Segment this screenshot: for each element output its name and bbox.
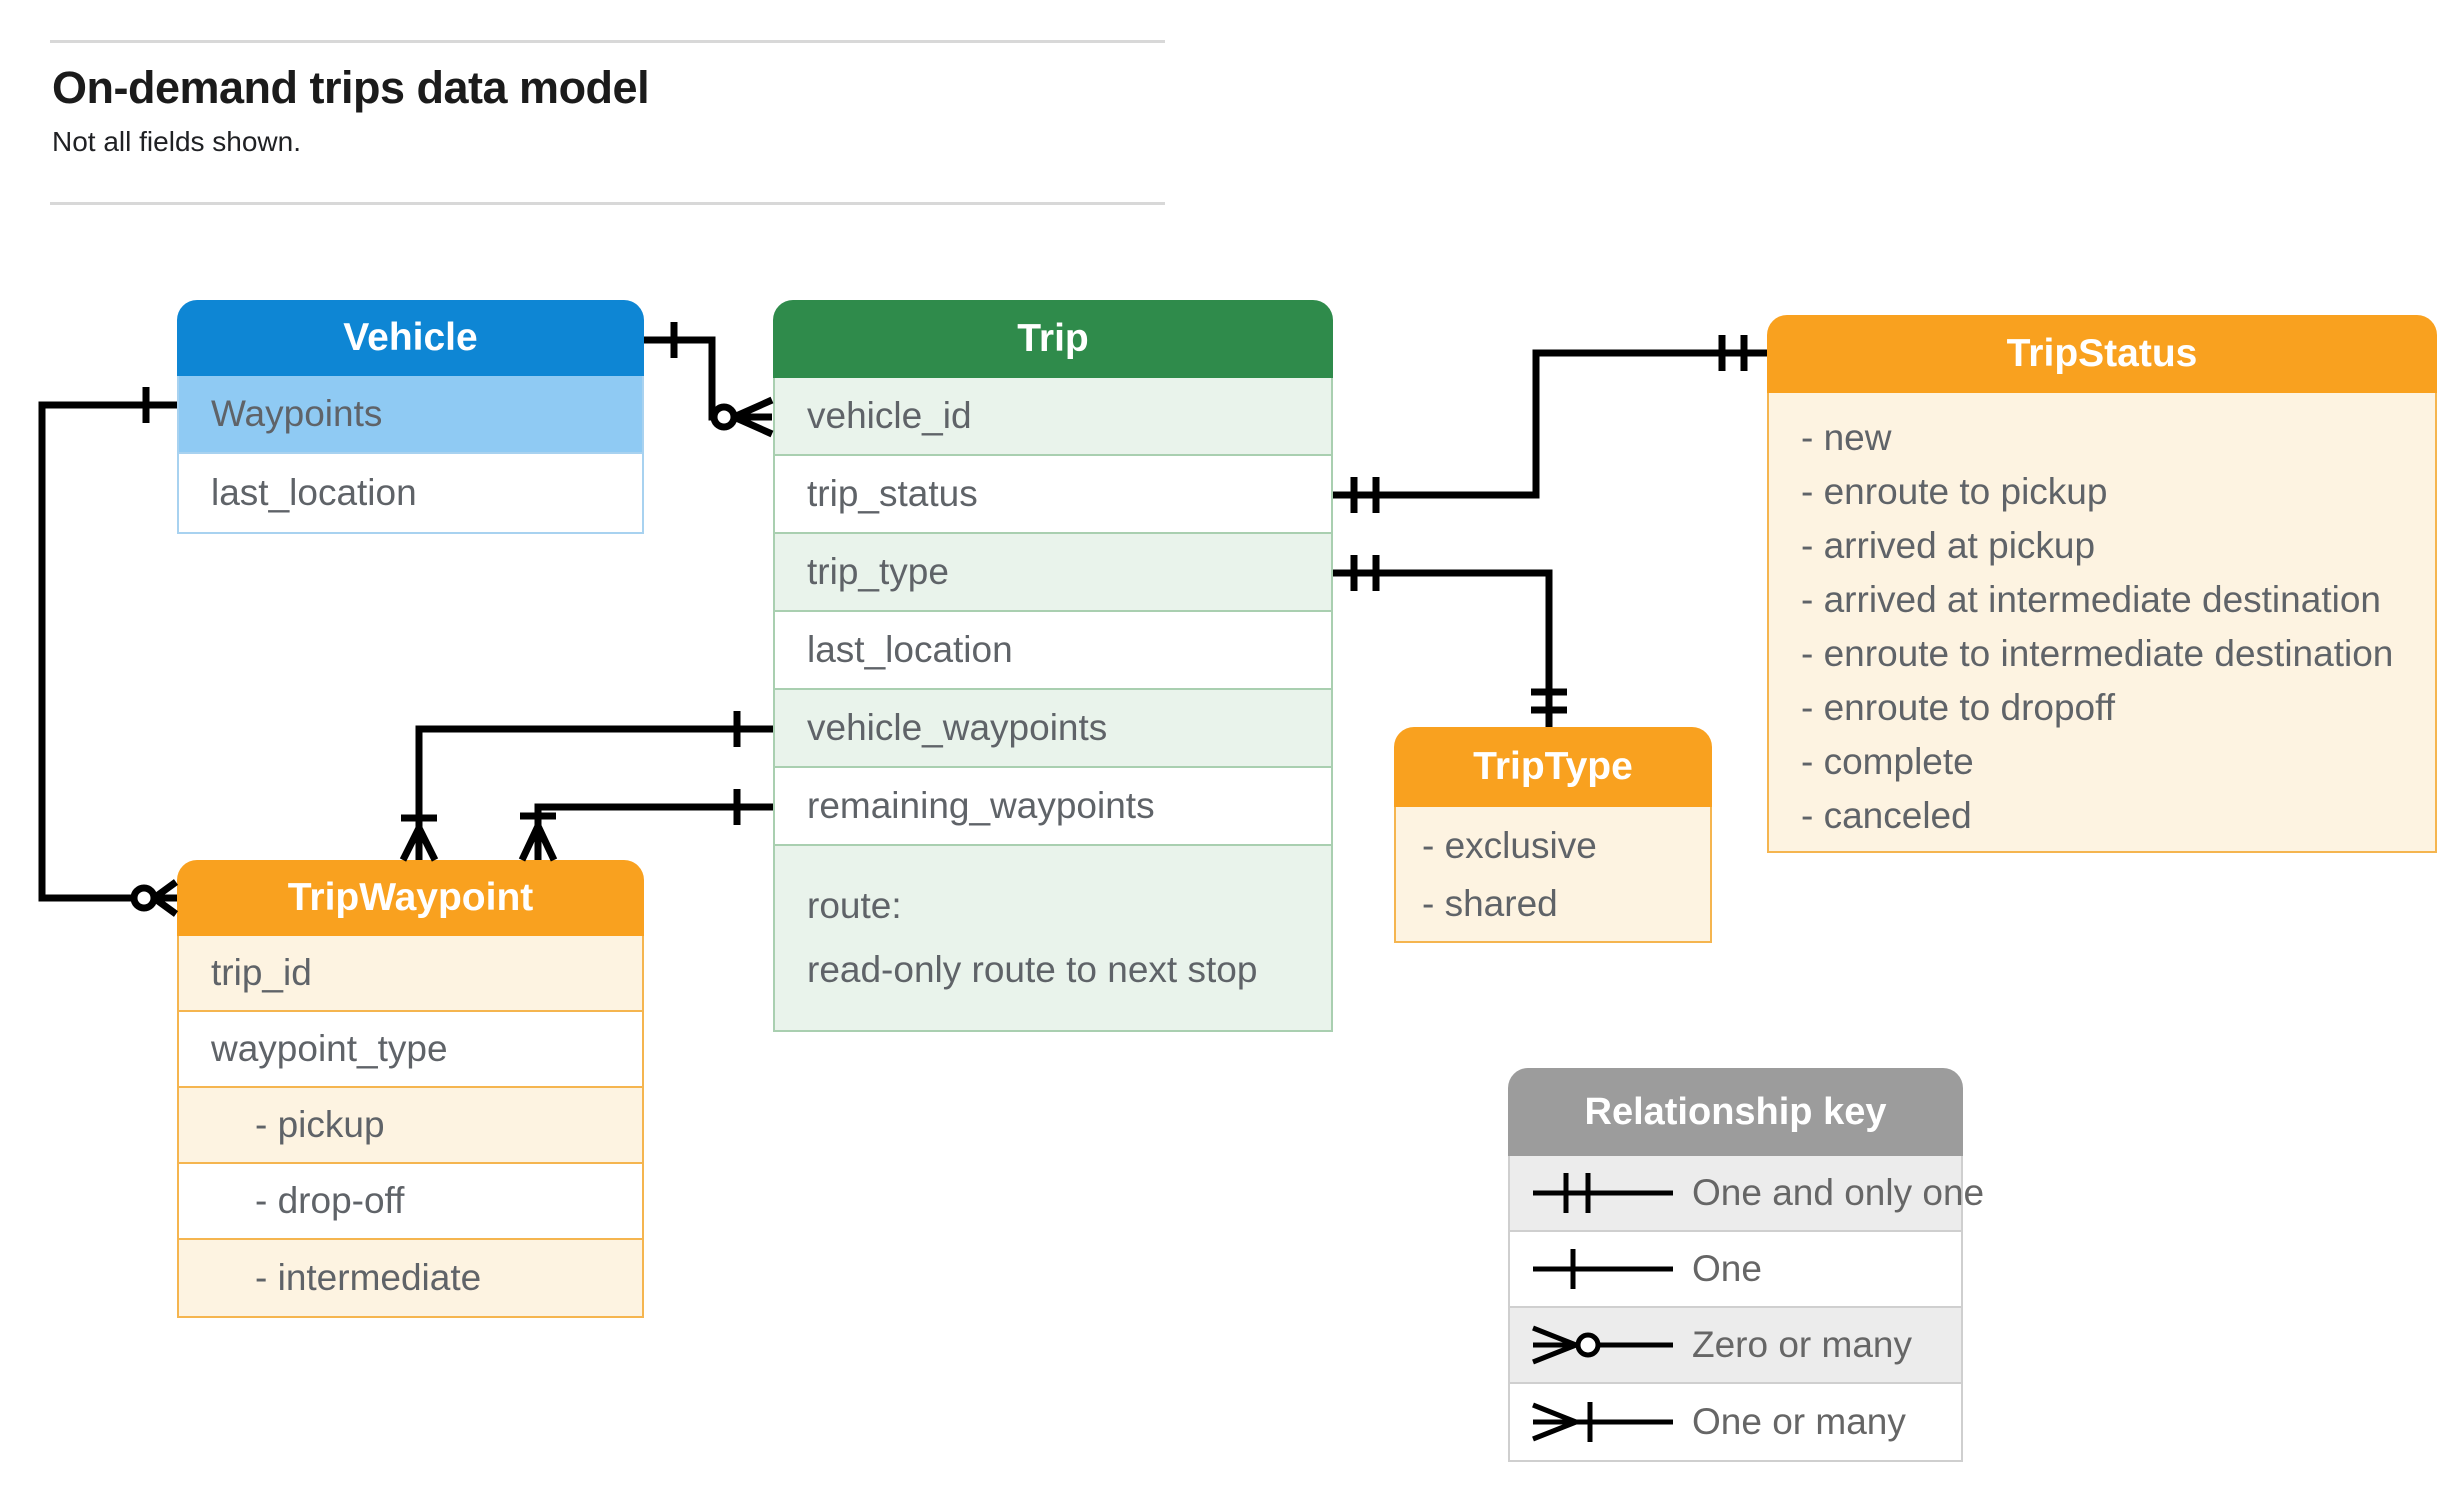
route-description: read-only route to next stop bbox=[807, 949, 1258, 990]
field-row-last-location: last_location bbox=[179, 454, 642, 532]
enum-value: - exclusive bbox=[1422, 825, 1597, 866]
connector-vehicle-waypoints-to-tripwaypoint bbox=[38, 387, 179, 917]
field-row-trip-status: trip_status bbox=[775, 456, 1331, 534]
enum-value: - enroute to dropoff bbox=[1801, 687, 2116, 728]
legend-row-one-and-only-one: One and only one bbox=[1510, 1156, 1984, 1232]
legend-label: One bbox=[1692, 1248, 1762, 1289]
top-divider bbox=[50, 40, 1165, 43]
connector-vehicle-to-trip bbox=[644, 322, 774, 438]
enum-value: - arrived at pickup bbox=[1801, 525, 2096, 566]
connector-trip-type-to-triptype bbox=[1333, 555, 1567, 727]
legend-row-zero-or-many: Zero or many bbox=[1510, 1308, 1961, 1384]
table-body-tripwaypoint: trip_id waypoint_type - pickup - drop-of… bbox=[177, 936, 644, 1318]
legend-label: Zero or many bbox=[1692, 1324, 1913, 1365]
field-row-trip-id: trip_id bbox=[179, 936, 642, 1012]
enum-value: - complete bbox=[1801, 741, 1974, 782]
entity-table-tripwaypoint: TripWaypoint trip_id waypoint_type - pic… bbox=[177, 860, 644, 1318]
one-or-many-icon bbox=[1532, 1402, 1673, 1442]
table-body-tripstatus: - new - enroute to pickup - arrived at p… bbox=[1767, 393, 2437, 853]
field-row-waypoints: Waypoints bbox=[179, 376, 642, 454]
table-header-triptype: TripType bbox=[1394, 727, 1712, 807]
entity-table-trip: Trip vehicle_id trip_status trip_type la… bbox=[773, 300, 1333, 1032]
legend-row-one-or-many: One or many bbox=[1510, 1384, 1961, 1460]
relationship-key-header: Relationship key bbox=[1508, 1068, 1963, 1156]
connector-vehicle-waypoints-field-to-tripwaypoint bbox=[399, 711, 773, 862]
table-body-triptype: - exclusive - shared bbox=[1394, 807, 1712, 943]
one-and-only-one-icon bbox=[1533, 1173, 1673, 1213]
enum-value: - arrived at intermediate destination bbox=[1801, 579, 2381, 620]
entity-table-tripstatus: TripStatus - new - enroute to pickup - a… bbox=[1767, 315, 2437, 853]
field-row-route: route: read-only route to next stop bbox=[775, 846, 1331, 1030]
field-row-waypoint-type: waypoint_type bbox=[179, 1012, 642, 1088]
enum-value: - canceled bbox=[1801, 795, 1972, 836]
title-divider bbox=[50, 202, 1165, 205]
zero-or-many-icon bbox=[1532, 1325, 1673, 1365]
enum-row-intermediate: - intermediate bbox=[179, 1240, 642, 1316]
entity-table-vehicle: Vehicle Waypoints last_location bbox=[177, 300, 644, 534]
entity-table-triptype: TripType - exclusive - shared bbox=[1394, 727, 1712, 943]
connector-trip-status-to-tripstatus bbox=[1333, 335, 1767, 513]
table-header-tripwaypoint: TripWaypoint bbox=[177, 860, 644, 936]
enum-value: - enroute to intermediate destination bbox=[1801, 633, 2394, 674]
connector-remaining-waypoints-to-tripwaypoint bbox=[518, 789, 773, 862]
table-header-vehicle: Vehicle bbox=[177, 300, 644, 376]
enum-value: - shared bbox=[1422, 883, 1558, 924]
legend-row-one: One bbox=[1510, 1232, 1961, 1308]
table-header-tripstatus: TripStatus bbox=[1767, 315, 2437, 393]
field-row-vehicle-waypoints: vehicle_waypoints bbox=[775, 690, 1331, 768]
field-row-vehicle-id: vehicle_id bbox=[775, 378, 1331, 456]
enum-row-pickup: - pickup bbox=[179, 1088, 642, 1164]
table-header-trip: Trip bbox=[773, 300, 1333, 378]
route-label: route: bbox=[807, 885, 902, 926]
page-title: On-demand trips data model bbox=[52, 62, 650, 113]
relationship-key: Relationship key One and only one One Ze… bbox=[1508, 1068, 1984, 1462]
enum-row-drop-off: - drop-off bbox=[179, 1164, 642, 1240]
field-row-last-location: last_location bbox=[775, 612, 1331, 690]
table-body-trip: vehicle_id trip_status trip_type last_lo… bbox=[773, 378, 1333, 1032]
legend-label: One and only one bbox=[1692, 1172, 1985, 1213]
page-subtitle: Not all fields shown. bbox=[52, 126, 302, 157]
one-icon bbox=[1533, 1249, 1673, 1289]
table-body-vehicle: Waypoints last_location bbox=[177, 376, 644, 534]
legend-label: One or many bbox=[1692, 1401, 1906, 1442]
enum-value: - new bbox=[1801, 417, 1892, 458]
field-row-remaining-waypoints: remaining_waypoints bbox=[775, 768, 1331, 846]
enum-value: - enroute to pickup bbox=[1801, 471, 2108, 512]
field-row-trip-type: trip_type bbox=[775, 534, 1331, 612]
relationship-key-body: One and only one One Zero or many One or… bbox=[1508, 1156, 1984, 1462]
